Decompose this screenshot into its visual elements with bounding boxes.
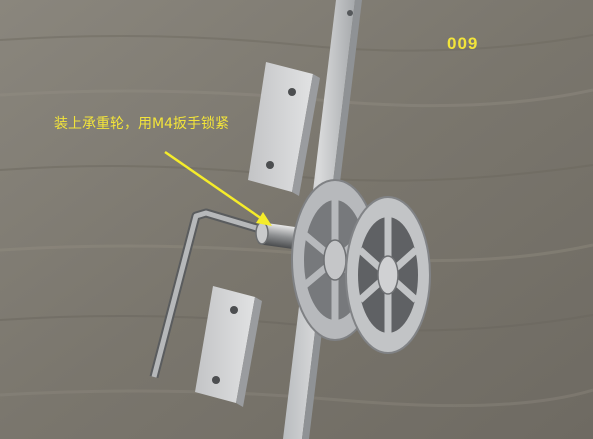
step-number: 009	[447, 34, 479, 53]
lower-mounting-block	[195, 286, 262, 407]
hex-wrench	[149, 208, 272, 379]
upper-mounting-block	[248, 62, 320, 196]
instruction-text: 装上承重轮，用M4扳手锁紧	[54, 116, 229, 132]
rear-load-wheel	[345, 196, 431, 354]
callout-arrow	[164, 150, 272, 226]
